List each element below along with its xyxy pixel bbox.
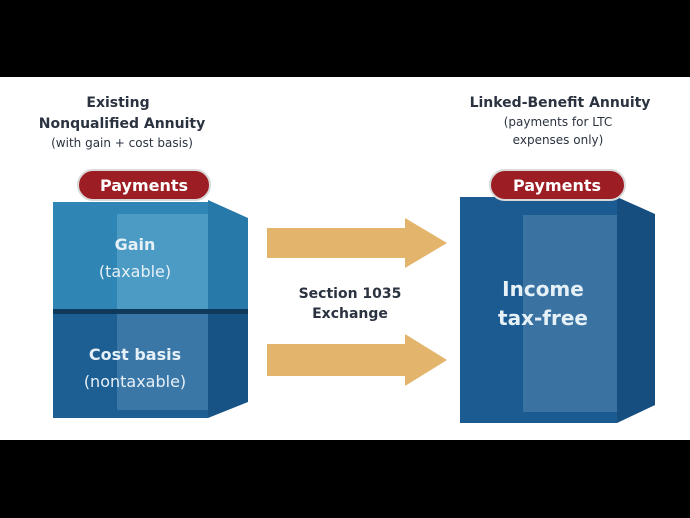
exchange-label-line1: Section 1035: [299, 286, 402, 302]
bottom-arrow-icon: [267, 334, 447, 386]
exchange-label-line2: Exchange: [312, 306, 388, 322]
right-payments-label: Payments: [513, 176, 601, 195]
left-subtitle: (with gain + cost basis): [51, 136, 193, 150]
right-subtitle-line2: expenses only): [513, 133, 604, 147]
gain-highlight: [117, 214, 208, 312]
linked-side-face: [617, 197, 655, 423]
right-subtitle-line1: (payments for LTC: [504, 115, 613, 129]
gain-side-face: [208, 200, 248, 312]
right-title: Linked-Benefit Annuity: [470, 95, 651, 111]
left-title-line1: Existing: [86, 95, 149, 111]
left-payments-label: Payments: [100, 176, 188, 195]
linked-benefit-box: Income tax-free: [460, 197, 655, 423]
tax-free-label: tax-free: [498, 306, 588, 330]
right-payments-badge: Payments: [489, 169, 626, 201]
gain-sublabel: (taxable): [99, 262, 171, 281]
cost-basis-label: Cost basis: [89, 345, 181, 364]
section-divider: [53, 309, 248, 314]
gain-label: Gain: [115, 235, 156, 254]
cost-basis-sublabel: (nontaxable): [84, 372, 186, 391]
cost-highlight: [117, 314, 208, 410]
top-arrow-icon: [267, 218, 447, 268]
left-payments-badge: Payments: [77, 169, 211, 201]
income-label: Income: [502, 277, 584, 301]
existing-annuity-box: Gain (taxable) Cost basis (nontaxable): [53, 200, 248, 418]
linked-highlight: [523, 215, 617, 412]
cost-side-face: [208, 312, 248, 418]
left-title-line2: Nonqualified Annuity: [39, 116, 205, 132]
